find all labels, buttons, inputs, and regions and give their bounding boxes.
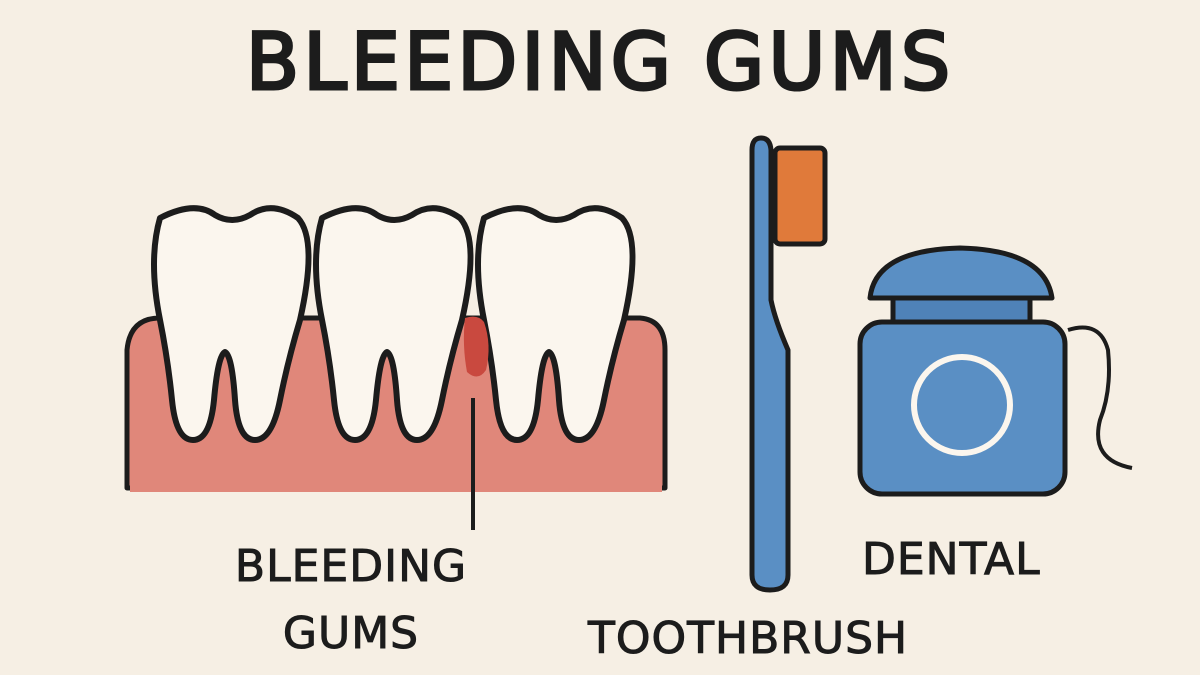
dental-floss-label: DENTAL (862, 534, 1041, 585)
teeth-icon (151, 205, 636, 443)
toothbrush-icon (749, 135, 828, 593)
page-title: BLEEDING GUMS (244, 17, 955, 110)
bleeding-gums-label-line2: GUMS (282, 608, 420, 659)
bleeding-gums-label-line1: BLEEDING (234, 541, 468, 592)
bleeding-spot-icon (463, 316, 489, 377)
dental-floss-icon (857, 245, 1133, 497)
toothbrush-label: TOOTHBRUSH (587, 613, 909, 664)
